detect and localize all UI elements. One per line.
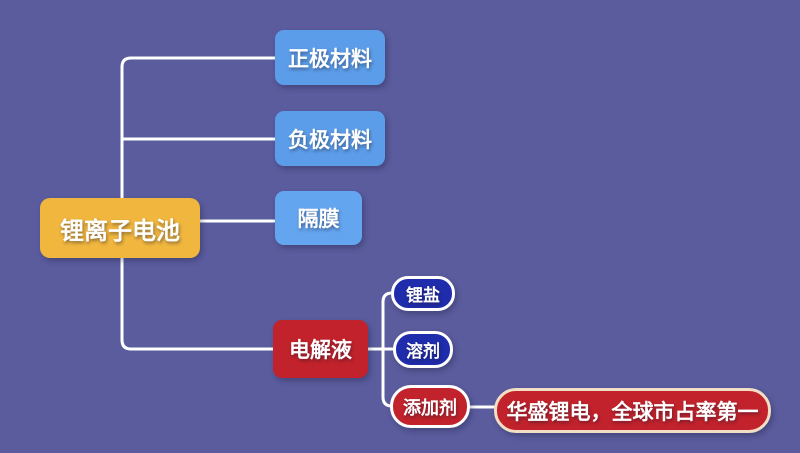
connector-root-to-electrolyte [120, 254, 276, 351]
node-huasheng-highlight: 华盛锂电，全球市占率第一 [494, 388, 771, 433]
node-electrolyte: 电解液 [273, 320, 368, 378]
node-lithium-salt: 锂盐 [391, 276, 455, 311]
node-additive: 添加剂 [390, 385, 470, 428]
connector-electrolyte-trunk [381, 291, 396, 408]
node-cathode-material: 正极材料 [275, 30, 385, 85]
node-lithium-ion-battery: 锂离子电池 [40, 198, 200, 258]
connector-root-to-cathode [120, 56, 278, 200]
node-separator: 隔膜 [275, 191, 362, 245]
node-anode-material: 负极材料 [275, 111, 385, 166]
node-solvent: 溶剂 [393, 331, 453, 368]
